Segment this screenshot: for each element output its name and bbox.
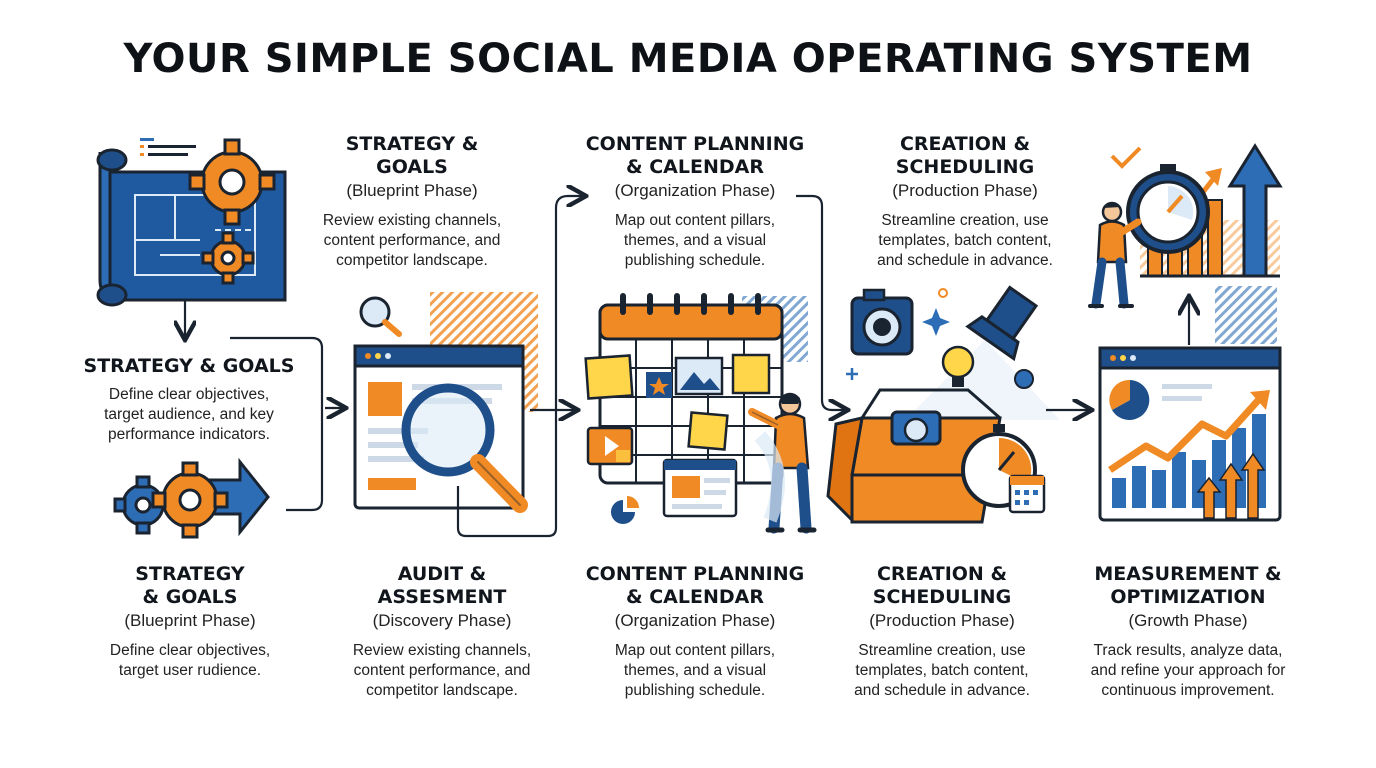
bottom-block-heading: STRATEGY & GOALS <box>135 563 245 608</box>
left-block-heading: STRATEGY & GOALS <box>83 355 295 377</box>
left-block-strategy: STRATEGY & GOALS Define clear objectives… <box>78 355 300 445</box>
bottom-block-description: Streamline creation, use templates, batc… <box>854 642 1030 699</box>
bottom-block-phase: (Production Phase) <box>869 611 1015 630</box>
top-block-content-planning: CONTENT PLANNING & CALENDAR (Organizatio… <box>568 133 822 271</box>
bottom-block-description: Map out content pillars, themes, and a v… <box>614 642 776 699</box>
connector-loop-4 <box>796 194 846 410</box>
stopwatch-growth-icon <box>1088 143 1283 522</box>
bottom-block-phase: (Blueprint Phase) <box>124 611 256 630</box>
bottom-block-heading: AUDIT & ASSESMENT <box>377 563 507 608</box>
bottom-block-description: Track results, analyze data, and refine … <box>1090 642 1286 699</box>
audit-browser-icon <box>353 292 538 513</box>
top-block-heading: CREATION & SCHEDULING <box>895 133 1035 178</box>
top-block-phase: (Production Phase) <box>892 181 1038 200</box>
bottom-block-measurement: MEASUREMENT & OPTIMIZATION (Growth Phase… <box>1066 563 1310 701</box>
bottom-block-content-planning: CONTENT PLANNING & CALENDAR (Organizatio… <box>570 563 820 701</box>
connector-loop-3 <box>456 196 584 538</box>
top-block-heading: CONTENT PLANNING & CALENDAR <box>585 133 805 178</box>
top-block-heading: STRATEGY & GOALS <box>345 133 479 178</box>
top-block-phase: (Blueprint Phase) <box>346 181 478 200</box>
bottom-block-heading: MEASUREMENT & OPTIMIZATION <box>1094 563 1282 608</box>
bottom-block-description: Define clear objectives, target user rud… <box>109 642 271 679</box>
bottom-block-heading: CREATION & SCHEDULING <box>872 563 1012 608</box>
gears-arrow-icon <box>113 457 270 539</box>
top-block-description: Map out content pillars, themes, and a v… <box>614 212 776 269</box>
bottom-block-heading: CONTENT PLANNING & CALENDAR <box>585 563 805 608</box>
bottom-block-strategy: STRATEGY & GOALS (Blueprint Phase) Defin… <box>82 563 298 681</box>
blueprint-icon <box>96 138 287 307</box>
top-block-phase: (Organization Phase) <box>614 181 776 200</box>
bottom-block-phase: (Organization Phase) <box>614 611 776 630</box>
connector-loop-1 <box>230 336 324 512</box>
left-block-description: Define clear objectives, target audience… <box>104 386 274 443</box>
bottom-block-phase: (Growth Phase) <box>1128 611 1248 630</box>
flow-connectors <box>185 194 1189 538</box>
page-title: YOUR SIMPLE SOCIAL MEDIA OPERATING SYSTE… <box>123 36 1253 82</box>
toolbox-icon <box>826 285 1060 524</box>
top-block-strategy: STRATEGY & GOALS (Blueprint Phase) Revie… <box>296 133 528 271</box>
bottom-block-description: Review existing channels, content perfor… <box>352 642 532 699</box>
top-block-description: Streamline creation, use templates, batc… <box>877 212 1053 269</box>
bottom-block-creation: CREATION & SCHEDULING (Production Phase)… <box>828 563 1056 701</box>
top-block-creation: CREATION & SCHEDULING (Production Phase)… <box>846 133 1084 271</box>
bottom-block-phase: (Discovery Phase) <box>372 611 512 630</box>
top-block-description: Review existing channels, content perfor… <box>322 212 502 269</box>
bottom-block-audit: AUDIT & ASSESMENT (Discovery Phase) Revi… <box>326 563 558 701</box>
calendar-icon <box>584 293 817 534</box>
